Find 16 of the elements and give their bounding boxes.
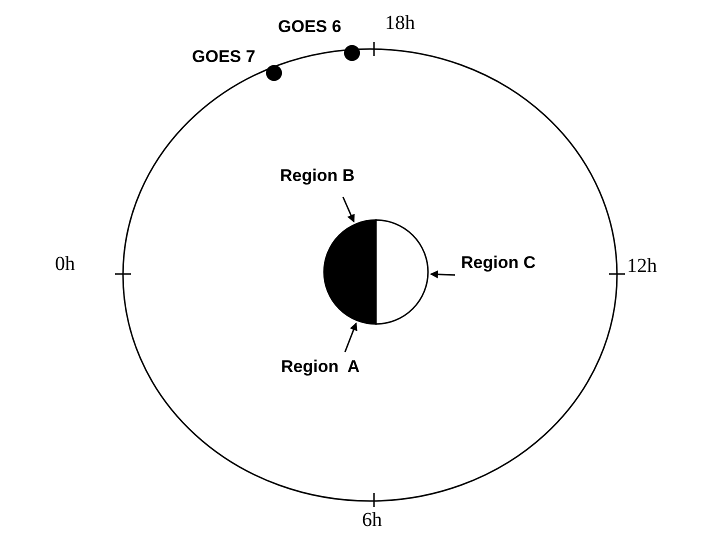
satellite-label: GOES 7 — [192, 47, 256, 67]
leader-arrow — [342, 196, 355, 223]
satellite-dot — [266, 65, 282, 81]
satellite-dot — [344, 45, 360, 61]
hour-label: 18h — [385, 12, 415, 34]
day-hemisphere — [375, 219, 429, 325]
region-label: Region C — [461, 253, 536, 273]
leader-arrow — [430, 270, 456, 278]
hour-label: 6h — [362, 509, 382, 531]
hour-label: 0h — [55, 253, 75, 275]
satellite-label: GOES 6 — [278, 17, 342, 37]
night-hemisphere — [323, 219, 377, 325]
region-label: Region B — [280, 166, 355, 186]
leader-arrow — [344, 322, 358, 352]
hour-label: 12h — [627, 255, 657, 277]
region-label: Region A — [281, 357, 360, 377]
